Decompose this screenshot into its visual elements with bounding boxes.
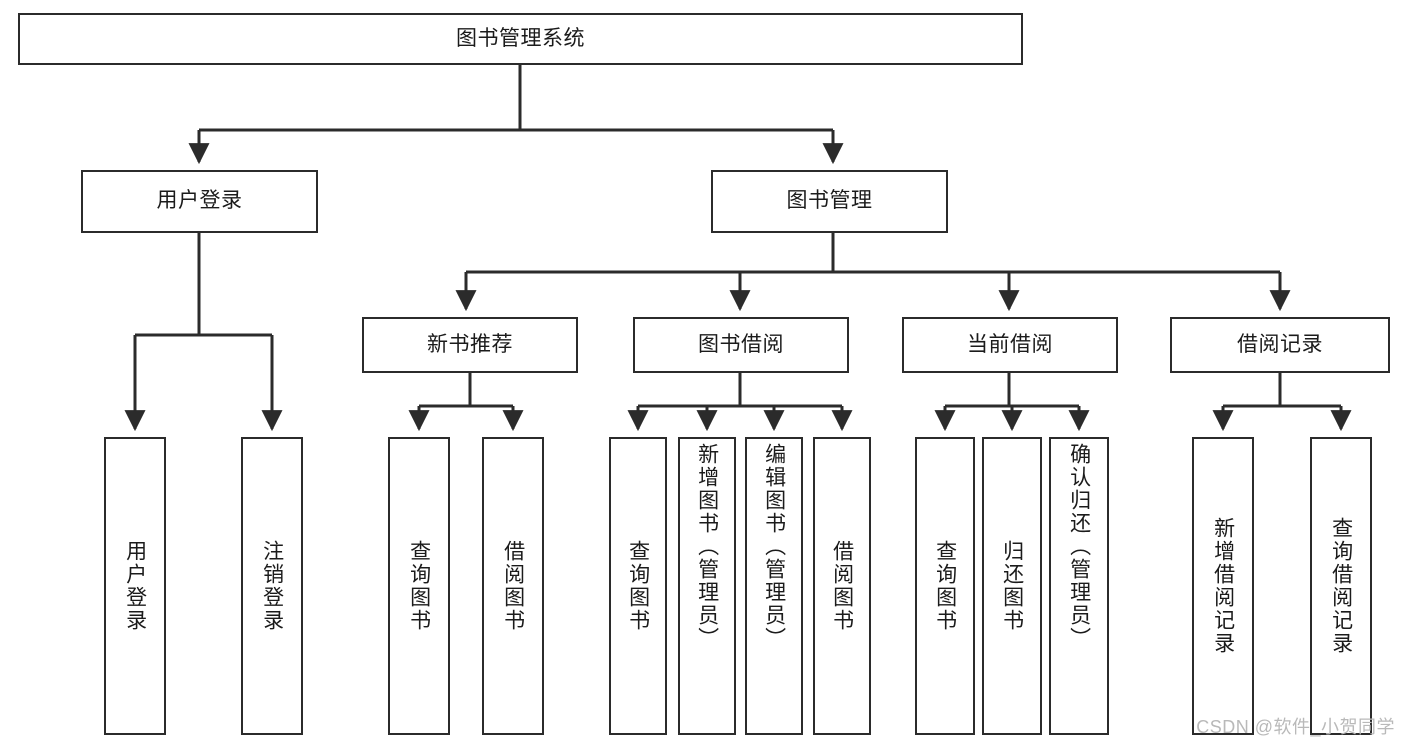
node-user-login[interactable]: 用户登录 — [81, 170, 318, 233]
node-new-book-recommend-label: 新书推荐 — [427, 332, 513, 356]
node-leaf-logout[interactable]: 注销登录 — [241, 437, 303, 735]
node-leaf-borrow-book-recommend[interactable]: 借阅图书 — [482, 437, 544, 735]
node-leaf-label: 借阅图书 — [830, 540, 854, 632]
node-book-management[interactable]: 图书管理 — [711, 170, 948, 233]
node-root-label: 图书管理系统 — [456, 26, 585, 50]
node-leaf-confirm-return-admin[interactable]: 确认归还（管理员） — [1049, 437, 1109, 735]
node-current-borrow[interactable]: 当前借阅 — [902, 317, 1118, 373]
node-user-login-label: 用户登录 — [156, 189, 243, 213]
node-new-book-recommend[interactable]: 新书推荐 — [362, 317, 578, 373]
node-leaf-return-book[interactable]: 归还图书 — [982, 437, 1042, 735]
node-current-borrow-label: 当前借阅 — [967, 332, 1053, 356]
node-leaf-label: 查询图书 — [626, 540, 650, 632]
node-leaf-label: 查询图书 — [407, 540, 431, 632]
node-leaf-label: 查询借阅记录 — [1329, 517, 1353, 655]
node-root-system[interactable]: 图书管理系统 — [18, 13, 1023, 65]
node-leaf-label: 新增图书（管理员） — [695, 443, 719, 650]
node-book-borrow-label: 图书借阅 — [698, 332, 784, 356]
node-leaf-label: 查询图书 — [933, 540, 957, 632]
node-leaf-label: 新增借阅记录 — [1211, 517, 1235, 655]
node-borrow-records-label: 借阅记录 — [1237, 332, 1323, 356]
watermark-text: CSDN @软件_小贺同学 — [1196, 717, 1395, 737]
node-book-borrow[interactable]: 图书借阅 — [633, 317, 849, 373]
node-leaf-label: 用户登录 — [123, 540, 147, 632]
node-leaf-label: 注销登录 — [260, 540, 284, 632]
node-leaf-label: 借阅图书 — [501, 540, 525, 632]
node-leaf-add-book-admin[interactable]: 新增图书（管理员） — [678, 437, 736, 735]
node-book-management-label: 图书管理 — [786, 189, 873, 213]
node-leaf-label: 归还图书 — [1000, 540, 1024, 632]
node-leaf-lend-book[interactable]: 借阅图书 — [813, 437, 871, 735]
node-leaf-add-borrow-record[interactable]: 新增借阅记录 — [1192, 437, 1254, 735]
node-leaf-edit-book-admin[interactable]: 编辑图书（管理员） — [745, 437, 803, 735]
node-leaf-query-borrow-record[interactable]: 查询借阅记录 — [1310, 437, 1372, 735]
node-borrow-records[interactable]: 借阅记录 — [1170, 317, 1390, 373]
node-leaf-label: 确认归还（管理员） — [1067, 443, 1091, 650]
node-leaf-query-book-borrow[interactable]: 查询图书 — [609, 437, 667, 735]
node-leaf-label: 编辑图书（管理员） — [762, 443, 786, 650]
node-leaf-user-login[interactable]: 用户登录 — [104, 437, 166, 735]
node-leaf-query-book-current[interactable]: 查询图书 — [915, 437, 975, 735]
node-leaf-query-book-recommend[interactable]: 查询图书 — [388, 437, 450, 735]
